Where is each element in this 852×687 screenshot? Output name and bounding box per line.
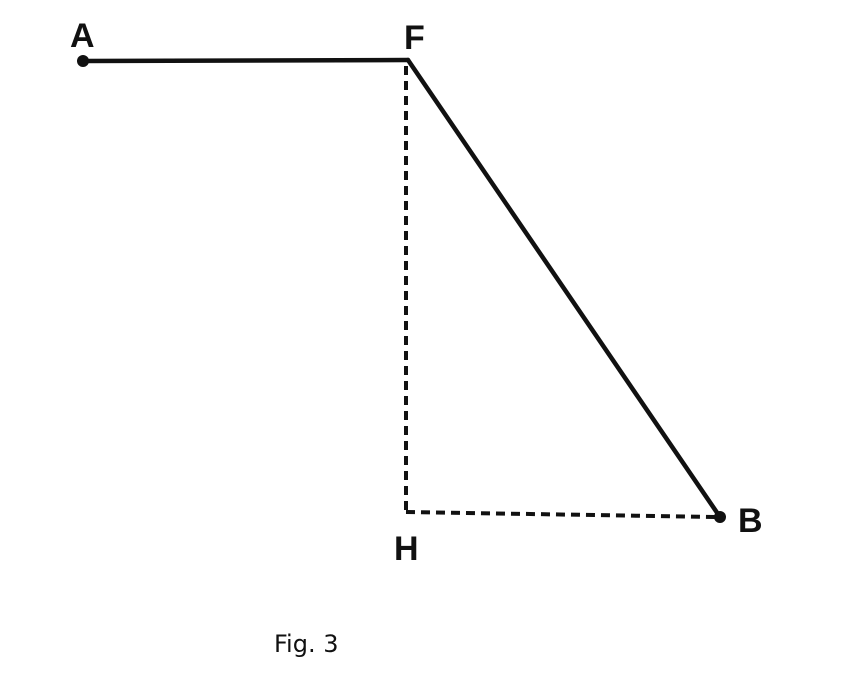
point-label-b: B bbox=[738, 502, 763, 540]
point-a-dot bbox=[77, 55, 89, 67]
point-label-h: H bbox=[394, 530, 419, 568]
figure-caption: Fig. 3 bbox=[274, 630, 339, 658]
point-label-f: F bbox=[404, 19, 425, 57]
point-label-a: A bbox=[70, 17, 95, 55]
segment-f-b bbox=[405, 57, 723, 520]
point-b-dot bbox=[714, 511, 726, 523]
segment-h-b-dashed bbox=[405, 510, 717, 519]
segment-a-f bbox=[80, 57, 411, 64]
